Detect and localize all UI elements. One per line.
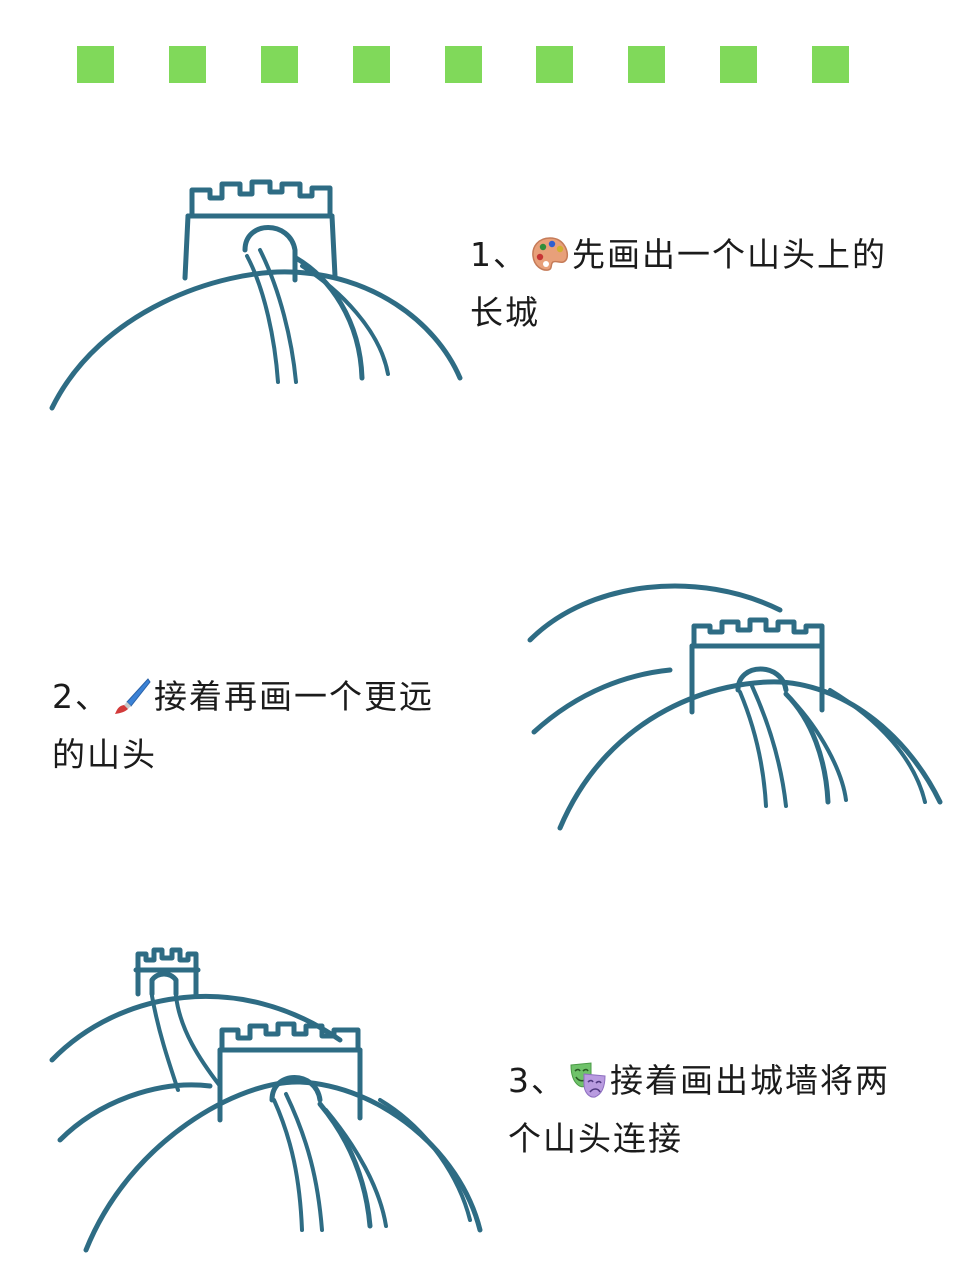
step3-line1: 接着画出城墙将两 xyxy=(610,1061,890,1100)
step3-number: 3、 xyxy=(508,1061,566,1100)
decorative-square xyxy=(169,46,206,83)
step3-line2: 个山头连接 xyxy=(508,1119,683,1158)
decorative-square xyxy=(77,46,114,83)
decorative-square xyxy=(261,46,298,83)
decorative-square xyxy=(445,46,482,83)
step1-line1: 先画出一个山头上的 xyxy=(572,235,887,274)
step2-instruction: 2、 接着再画一个更远 的山头 xyxy=(52,668,434,784)
step2-drawing-two-hills xyxy=(527,583,943,831)
decorative-square xyxy=(628,46,665,83)
step1-drawing-great-wall-hill xyxy=(49,179,463,411)
decorative-square-row xyxy=(0,0,958,100)
step2-line2: 的山头 xyxy=(52,735,157,774)
step3-instruction: 3、 接着画出城墙将两 个山头连接 xyxy=(508,1052,890,1168)
paintbrush-icon xyxy=(112,676,152,716)
performing-arts-icon xyxy=(568,1060,608,1100)
decorative-square xyxy=(353,46,390,83)
step1-line2: 长城 xyxy=(470,293,540,332)
step1-instruction: 1、 先画出一个山头上的 长城 xyxy=(470,226,887,342)
step3-drawing-wall-connecting-hills xyxy=(49,947,483,1253)
artist-palette-icon xyxy=(530,234,570,274)
decorative-square xyxy=(720,46,757,83)
step2-line1: 接着再画一个更远 xyxy=(154,677,434,716)
decorative-square xyxy=(536,46,573,83)
decorative-square xyxy=(812,46,849,83)
step1-number: 1、 xyxy=(470,235,528,274)
step2-number: 2、 xyxy=(52,677,110,716)
